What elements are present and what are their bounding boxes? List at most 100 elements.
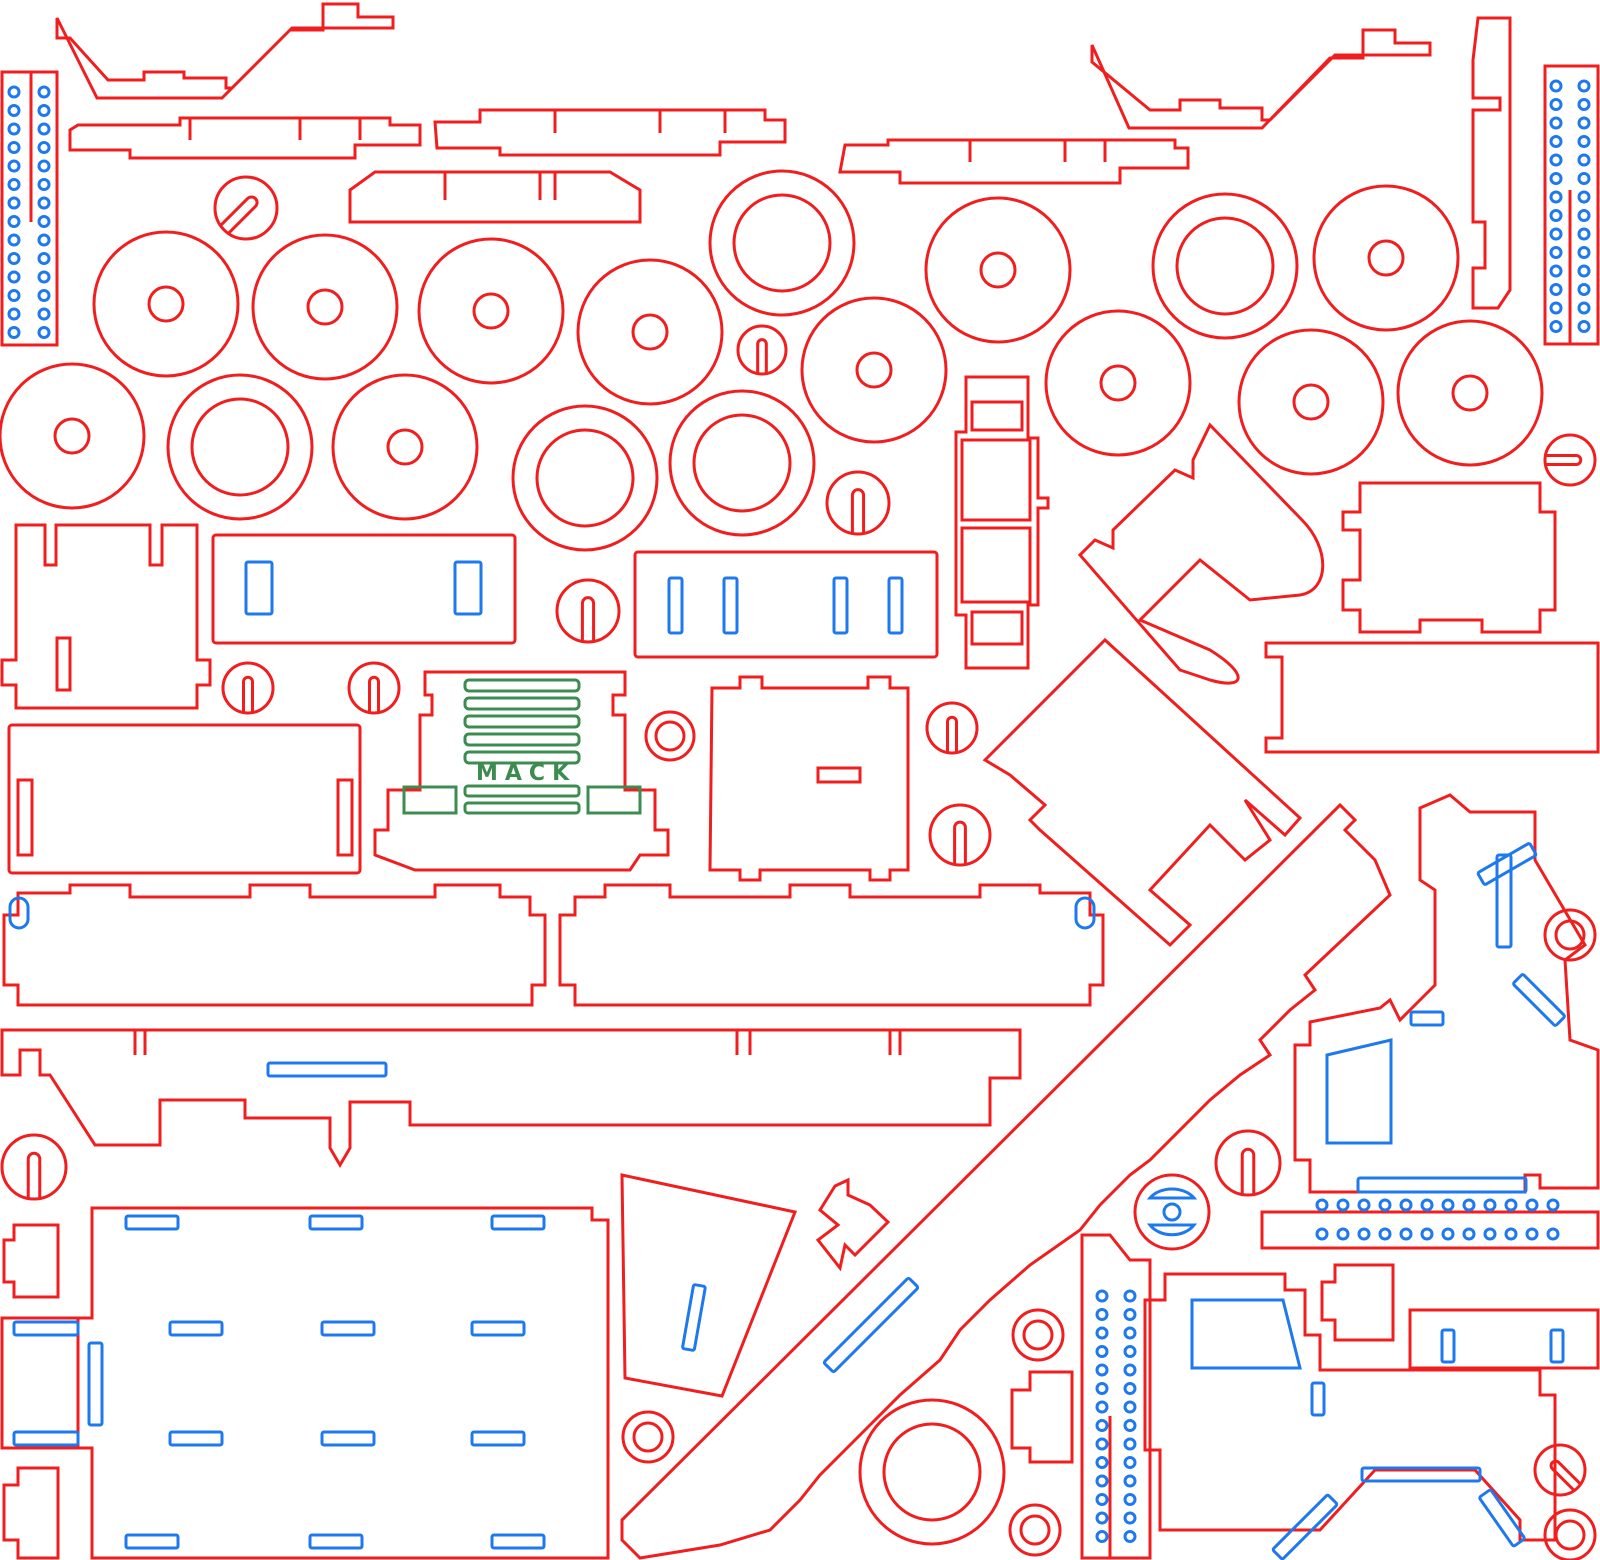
rail-bolt-hole: [1577, 135, 1591, 148]
strip-bolt-hole: [1546, 1198, 1560, 1212]
wheel-hub-hole: [692, 413, 792, 513]
exhaust-bolt-hole: [1123, 1345, 1137, 1358]
exhaust-bolt-hole: [1123, 1474, 1137, 1488]
wheel-hub-hole: [631, 313, 669, 351]
rail-bolt-hole: [1577, 320, 1591, 333]
deck-slot: [308, 1214, 364, 1231]
fifth-wheel-plate: [1341, 481, 1557, 634]
rail-bolt-hole: [7, 122, 21, 136]
wheel-disc: [708, 169, 856, 317]
rail-bolt-hole: [1577, 283, 1591, 296]
exhaust-bolt-hole: [1123, 1437, 1137, 1451]
deck-slot: [470, 1320, 526, 1337]
cab-side-large: [1293, 793, 1600, 1194]
exhaust-bolt-hole: [1095, 1382, 1109, 1395]
rail-bolt-hole: [1577, 116, 1591, 130]
cab-side-panel: [0, 523, 212, 710]
windshield-trapezoid: [620, 1173, 798, 1398]
strip-bolt-hole: [1378, 1227, 1392, 1241]
frame-strip-1: [68, 116, 422, 160]
axle-clip-slot: [219, 195, 259, 235]
wheel-disc: [924, 196, 1072, 344]
strip-bolt-hole: [1357, 1198, 1371, 1212]
axle-clip-slot: [242, 675, 254, 713]
cross-member-plate: [1264, 641, 1600, 754]
rail-bolt-hole: [1577, 172, 1591, 185]
headlight-left: [402, 785, 458, 815]
deck-slot: [470, 1430, 526, 1447]
cab-roof-piece-left: [55, 2, 395, 100]
axle-clip-slot: [756, 338, 768, 374]
wheel-hub-hole: [732, 193, 832, 293]
rail-bolt-hole: [7, 233, 21, 247]
rail-bolt-hole: [1577, 79, 1591, 93]
exhaust-bolt-hole: [1123, 1419, 1137, 1432]
rail-bolt-hole: [1577, 153, 1591, 167]
rail-bolt-hole: [37, 270, 51, 284]
strip-bolt-hole: [1546, 1227, 1560, 1241]
strip-bolt-hole: [1525, 1198, 1539, 1212]
wheel-disc: [331, 373, 479, 521]
rail-bolt-hole: [1549, 227, 1563, 241]
wheel-disc: [800, 296, 948, 444]
exhaust-bolt-hole: [1095, 1437, 1109, 1451]
exhaust-bolt-hole: [1123, 1493, 1137, 1506]
wheel-hub-hole: [147, 285, 185, 323]
axle-clip-slot: [26, 1151, 42, 1199]
rail-bolt-hole: [1577, 190, 1591, 204]
strip-bolt-hole: [1336, 1227, 1350, 1241]
grille-engraving: MACK: [402, 678, 642, 815]
axle-clip: [1543, 433, 1597, 487]
axle-clip: [925, 701, 979, 755]
axle-clip: [0, 1133, 68, 1201]
battery-box-panel: [211, 533, 517, 645]
exhaust-bolt-hole: [1095, 1456, 1109, 1469]
wheel-disc: [166, 373, 314, 521]
wheel-disc: [511, 404, 659, 552]
rail-bolt-hole: [7, 252, 21, 265]
deck-slot: [308, 1533, 364, 1550]
axle-clip-slot: [1545, 454, 1583, 466]
frame-rail-long: [0, 1028, 1022, 1168]
washer-ring: [1543, 908, 1597, 962]
fender-bracket-diagonal: [1077, 422, 1325, 685]
wheel-hub-hole: [1451, 374, 1489, 412]
rail-bolt-hole: [7, 141, 21, 154]
exhaust-bolt-hole: [1123, 1400, 1137, 1414]
side-rail-left: [0, 70, 59, 347]
wheel-disc: [1044, 309, 1192, 457]
frame-strip-3: [838, 138, 1190, 185]
strip-bolt-hole: [1315, 1198, 1329, 1212]
wheel-disc: [1312, 184, 1460, 332]
grille-plate: [373, 670, 670, 872]
wheel-hub-hole: [1292, 383, 1330, 421]
rail-bolt-hole: [37, 233, 51, 247]
wheel-disc: [1151, 192, 1299, 340]
grille-bar: [463, 784, 581, 798]
wheel-hub-hole: [1099, 364, 1137, 402]
tow-hook-ring: [1133, 1173, 1211, 1251]
deck-slot: [124, 1214, 180, 1231]
cab-roof-piece-right: [1090, 28, 1432, 130]
exhaust-bolt-hole: [1095, 1419, 1109, 1432]
rail-bolt-hole: [37, 141, 51, 154]
rail-bolt-hole: [37, 326, 51, 339]
rail-bolt-hole: [37, 104, 51, 117]
rail-bolt-hole: [7, 159, 21, 173]
long-diagonal-beam: [620, 802, 1392, 1560]
wheel-disc: [417, 237, 565, 385]
rail-bolt-hole: [1577, 264, 1591, 278]
deck-slot: [12, 1320, 80, 1337]
strip-bolt-hole: [1399, 1227, 1413, 1241]
exhaust-bolt-hole: [1123, 1289, 1137, 1303]
exhaust-stack-holes: [1095, 1289, 1137, 1543]
rail-bolt-hole: [1549, 283, 1563, 296]
wheel-hub-hole: [1367, 239, 1405, 277]
strip-bolt-hole: [1357, 1227, 1371, 1241]
deck-slot-vertical: [87, 1341, 104, 1427]
wheel-disc: [251, 233, 399, 381]
engine-cover-panel: [708, 675, 910, 882]
washer-hole: [1554, 919, 1586, 951]
exhaust-bolt-hole: [1123, 1382, 1137, 1395]
rail-bolt-hole: [7, 85, 21, 99]
